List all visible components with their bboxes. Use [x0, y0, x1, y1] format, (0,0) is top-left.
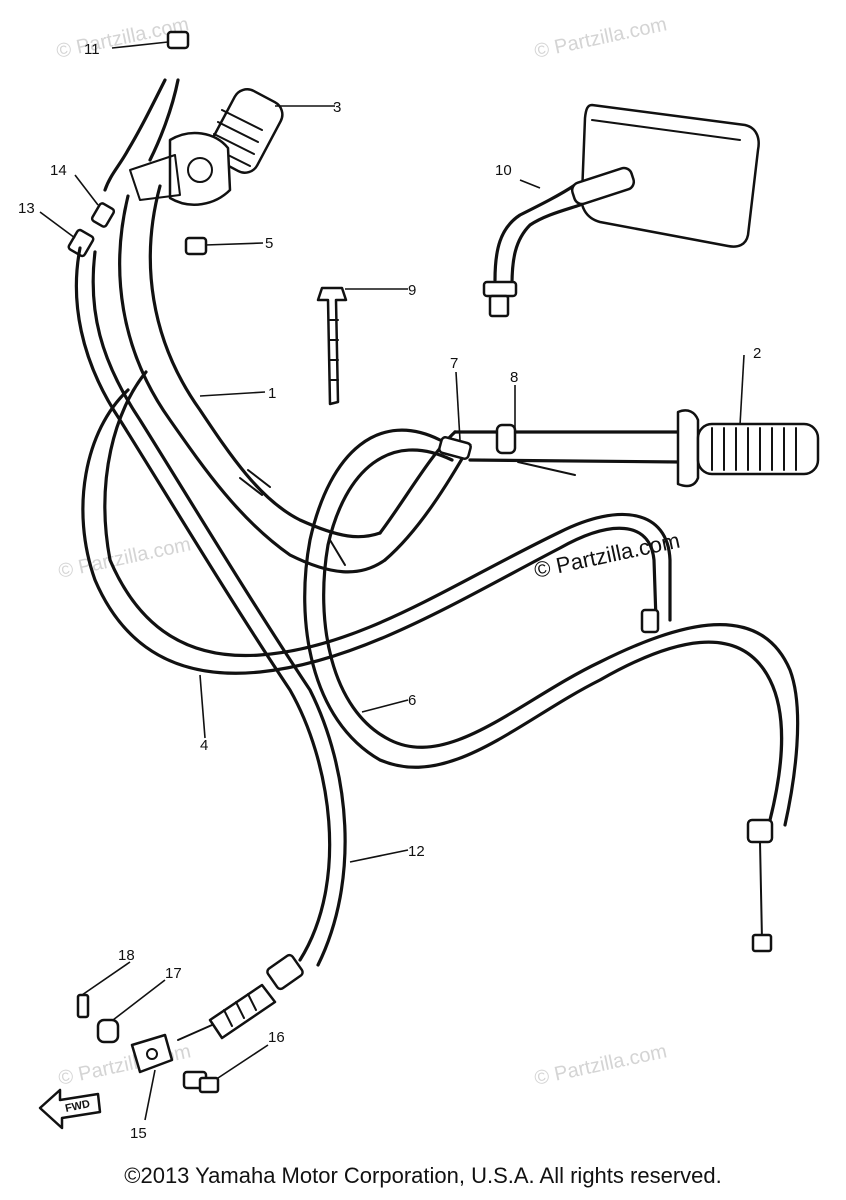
- watermark: © Partzilla.com: [532, 1040, 668, 1090]
- copyright-notice: ©2013 Yamaha Motor Corporation, U.S.A. A…: [124, 1163, 722, 1188]
- nut-part-5[interactable]: [184, 236, 208, 256]
- callout-11: 11: [84, 41, 100, 58]
- callout-17: 17: [165, 965, 182, 982]
- collar-part-17[interactable]: [96, 1018, 120, 1044]
- forward-arrow-label: FWD: [64, 1098, 91, 1115]
- pin-part-18[interactable]: [76, 993, 90, 1019]
- callout-14: 14: [50, 162, 67, 179]
- callout-8: 8: [510, 369, 518, 386]
- cable-tie-part-9[interactable]: [316, 286, 348, 406]
- callout-5: 5: [265, 235, 273, 252]
- cable-end-part-7[interactable]: [438, 436, 472, 460]
- screw-part-11[interactable]: [166, 30, 190, 50]
- watermark: © Partzilla.com: [56, 1040, 192, 1090]
- callout-10: 10: [495, 162, 512, 179]
- callout-16: 16: [268, 1029, 285, 1046]
- nut-part-8[interactable]: [495, 423, 576, 476]
- callout-3: 3: [333, 99, 341, 116]
- cable-part-6[interactable]: [303, 428, 800, 953]
- callout-9: 9: [408, 282, 416, 299]
- cable-part-4[interactable]: [81, 370, 672, 675]
- callout-13: 13: [18, 200, 35, 217]
- callout-6: 6: [408, 692, 416, 709]
- cable-part-12[interactable]: [74, 246, 347, 1041]
- bolt-part-16[interactable]: [182, 1070, 220, 1094]
- bracket-part-15[interactable]: [130, 1033, 174, 1074]
- callout-4: 4: [200, 737, 208, 754]
- adjuster-part-14[interactable]: [90, 202, 116, 228]
- forward-arrow-icon: FWD: [38, 1088, 102, 1130]
- mirror-part-10[interactable]: [482, 103, 760, 318]
- clutch-lever[interactable]: [103, 78, 180, 192]
- watermark: © Partzilla.com: [532, 13, 668, 63]
- callout-1: 1: [268, 385, 276, 402]
- callout-2: 2: [753, 345, 761, 362]
- leader-lines: [39, 41, 745, 1121]
- adjuster-part-13[interactable]: [67, 228, 95, 258]
- callout-7: 7: [450, 355, 458, 372]
- callout-18: 18: [118, 947, 135, 964]
- watermark: © Partzilla.com: [56, 533, 192, 583]
- callout-12: 12: [408, 843, 425, 860]
- callout-15: 15: [130, 1125, 147, 1142]
- left-grip-part-3[interactable]: [129, 84, 287, 206]
- right-grip-part-2[interactable]: [676, 409, 820, 488]
